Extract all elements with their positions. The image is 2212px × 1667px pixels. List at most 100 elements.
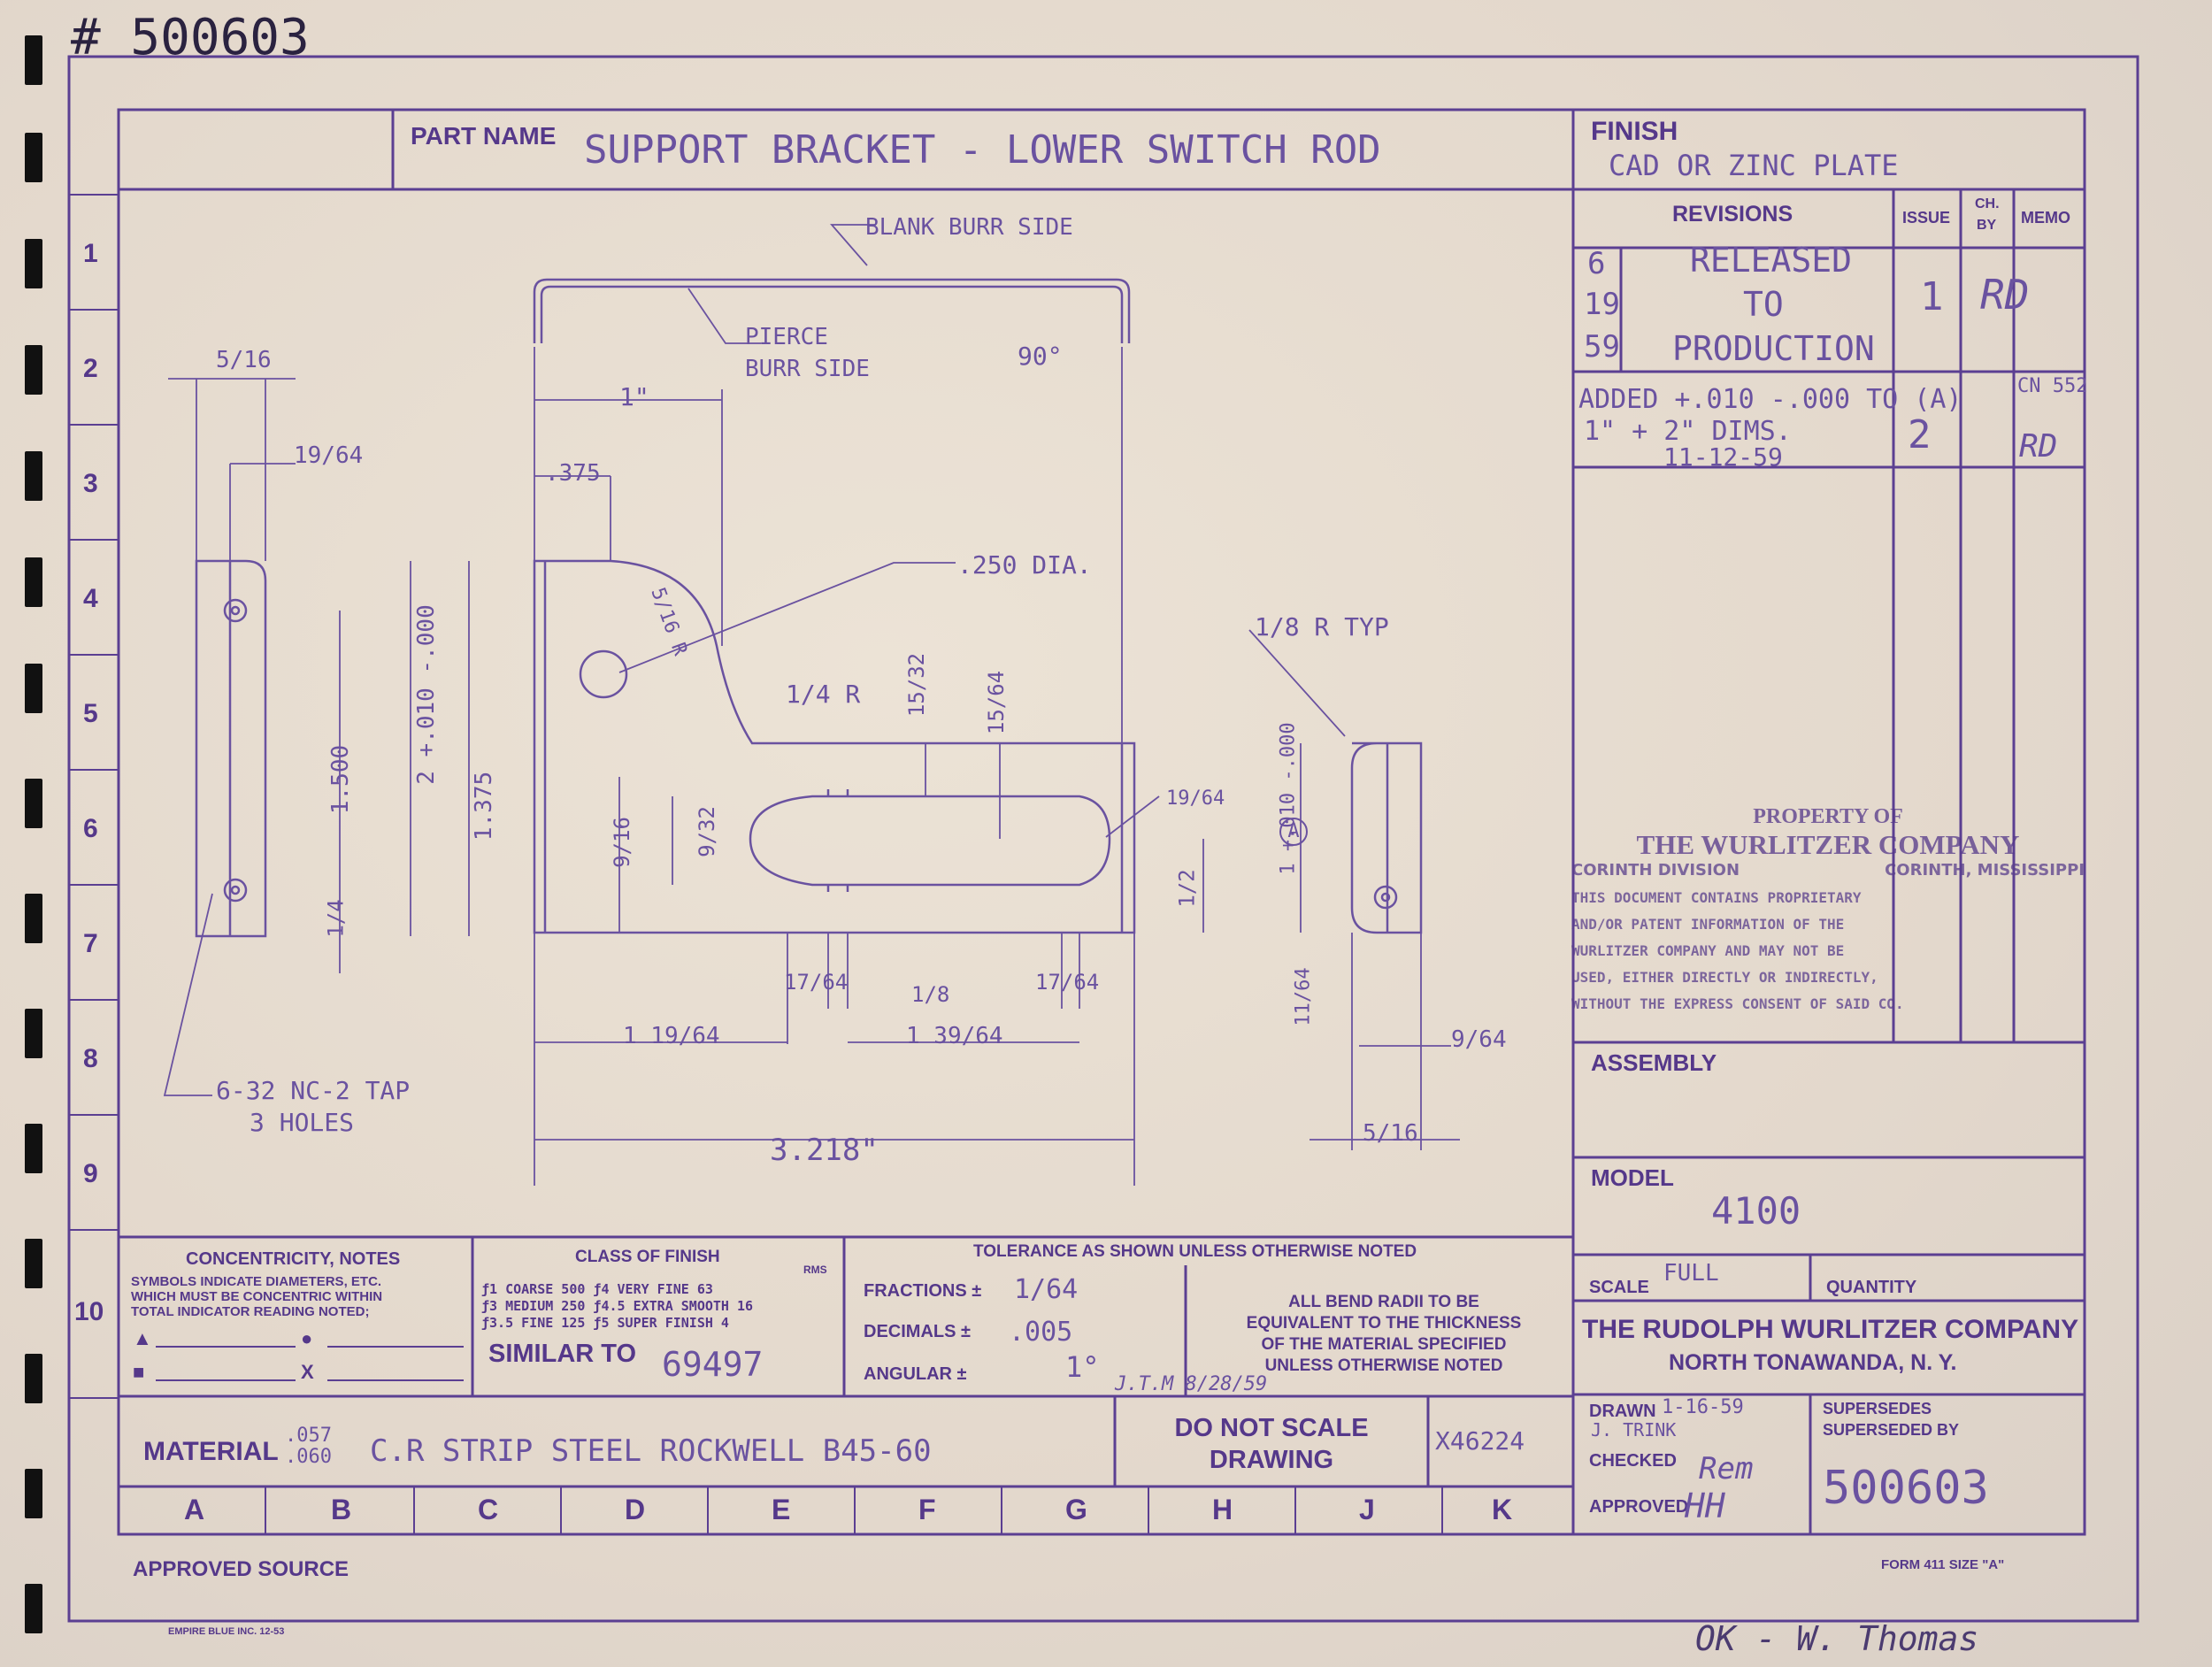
bend-note-line: OF THE MATERIAL SPECIFIED	[1261, 1335, 1507, 1354]
dimension: 9/16	[609, 817, 634, 868]
property-division: CORINTH DIVISION CORINTH, MISSISSIPPI	[1571, 861, 2085, 880]
dimension: 1.375	[471, 771, 498, 841]
form-id: FORM 411 SIZE "A"	[1881, 1557, 2005, 1572]
rev-ch-by: RD	[2019, 428, 2058, 465]
rev-ch-by: CN 552	[2017, 375, 2088, 397]
drawn-date: 1-16-59	[1662, 1396, 1744, 1418]
zone-row: 3	[83, 469, 98, 498]
zone-column: E	[772, 1494, 791, 1525]
symbol-circle: ●	[301, 1327, 313, 1349]
property-line: PROPERTY OF	[1753, 805, 1903, 828]
revisions-header: REVISIONS	[1672, 202, 1793, 227]
tolerance-title: TOLERANCE AS SHOWN UNLESS OTHERWISE NOTE…	[973, 1242, 1417, 1261]
fractions-label: FRACTIONS ±	[864, 1281, 982, 1301]
similar-to-label: SIMILAR TO	[488, 1340, 637, 1368]
superseded-by-label: SUPERSEDED BY	[1823, 1421, 1960, 1439]
bend-note-line: UNLESS OTHERWISE NOTED	[1264, 1356, 1503, 1375]
zone-row: 8	[83, 1044, 98, 1073]
dimension: 15/32	[904, 652, 930, 718]
radius-callout: 1/4 R	[786, 680, 861, 709]
finish-class-row: ƒ1 COARSE 500 ƒ4 VERY FINE 63	[481, 1281, 713, 1297]
ch-by-header: CH.	[1975, 196, 2000, 211]
material-spec: C.R STRIP STEEL ROCKWELL B45-60	[370, 1433, 932, 1469]
company-name: THE RUDOLPH WURLITZER COMPANY	[1582, 1315, 2079, 1344]
material-thickness: .057	[285, 1425, 332, 1447]
assembly-label: ASSEMBLY	[1591, 1049, 1717, 1076]
finish-class-title: CLASS OF FINISH	[575, 1248, 720, 1266]
drawing-number: 500603	[1823, 1462, 1989, 1515]
angle-callout: 90°	[1018, 342, 1063, 371]
zone-column: K	[1492, 1494, 1513, 1525]
model-value: 4100	[1711, 1189, 1801, 1233]
do-not-scale-line: DRAWING	[1209, 1446, 1334, 1474]
supersedes-label: SUPERSEDES	[1823, 1400, 1932, 1417]
decimals-label: DECIMALS ±	[864, 1322, 971, 1341]
property-division-name: CORINTH DIVISION	[1571, 861, 1740, 880]
notice-line: WURLITZER COMPANY AND MAY NOT BE	[1571, 942, 1845, 959]
property-stamp: PROPERTY OF THE WURLITZER COMPANY CORINT…	[1571, 805, 2085, 1018]
similar-to-value: 69497	[662, 1345, 764, 1384]
fractions-value: 1/64	[1014, 1274, 1079, 1305]
dimension: 3.218"	[770, 1133, 879, 1168]
concentricity-line: WHICH MUST BE CONCENTRIC WITHIN	[131, 1289, 383, 1304]
ch-by-header: BY	[1977, 218, 1997, 233]
rev-date: 59	[1584, 329, 1620, 365]
decimals-value: .005	[1009, 1317, 1073, 1348]
finish-class-list: ƒ1 COARSE 500 ƒ4 VERY FINE 63 ƒ3 MEDIUM …	[481, 1281, 753, 1332]
rev-date: 6	[1587, 246, 1606, 281]
rev-description: RELEASED	[1690, 241, 1853, 280]
zone-column: C	[478, 1494, 499, 1525]
symbol-square: ■	[133, 1361, 145, 1383]
scale-value: FULL	[1663, 1260, 1719, 1287]
scale-label: SCALE	[1589, 1278, 1649, 1297]
rev-description: ADDED +.010 -.000 TO (A)	[1578, 384, 1962, 415]
zone-column: F	[918, 1494, 936, 1525]
dimension: 9/32	[694, 806, 719, 857]
finish-class-row: ƒ3 MEDIUM 250 ƒ4.5 EXTRA SMOOTH 16	[481, 1298, 754, 1314]
property-division-city: CORINTH, MISSISSIPPI	[1885, 861, 2085, 880]
rev-description: 11-12-59	[1663, 442, 1783, 472]
symbol-x: X	[301, 1361, 314, 1383]
notice-line: AND/OR PATENT INFORMATION OF THE	[1571, 916, 1845, 933]
angular-label: ANGULAR ±	[864, 1364, 967, 1384]
dimension: 1"	[619, 382, 649, 411]
do-not-scale: DO NOT SCALE DRAWING	[1117, 1412, 1426, 1476]
zone-row: 7	[83, 929, 98, 958]
zone-row: 10	[74, 1297, 104, 1326]
hole-callout: .250 DIA.	[957, 550, 1092, 580]
zone-row: 6	[83, 814, 98, 843]
dimension: 1 39/64	[906, 1023, 1003, 1049]
rev-description: PRODUCTION	[1672, 329, 1875, 368]
concentricity-title: CONCENTRICITY, NOTES	[186, 1249, 401, 1269]
do-not-scale-line: DO NOT SCALE	[1174, 1414, 1369, 1442]
printer-mark: EMPIRE BLUE INC. 12-53	[168, 1626, 285, 1637]
dimension: 19/64	[294, 442, 364, 469]
tap-callout: 3 HOLES	[250, 1108, 355, 1137]
zone-column: B	[331, 1494, 352, 1525]
dimension: 5/16	[1363, 1120, 1418, 1147]
dimension: 1.500	[327, 744, 355, 815]
zone-column: D	[625, 1494, 646, 1525]
dimension: 15/64	[984, 670, 1010, 735]
drawn-label: DRAWN	[1589, 1402, 1656, 1421]
rev-date: 19	[1584, 287, 1620, 322]
bend-note: ALL BEND RADII TO BE EQUIVALENT TO THE T…	[1198, 1292, 1570, 1377]
rev-ch-by: RD	[1980, 271, 2030, 319]
zone-column: J	[1359, 1494, 1375, 1525]
zone-row: 5	[83, 699, 98, 728]
zone-row: 2	[83, 354, 98, 383]
concentricity-line: SYMBOLS INDICATE DIAMETERS, ETC.	[131, 1274, 382, 1289]
dimension: 1 +.010 -.000	[1277, 722, 1300, 875]
dimension: 19/64	[1166, 787, 1225, 810]
dimension: 17/64	[1035, 970, 1100, 995]
finish-class-row: ƒ3.5 FINE 125 ƒ5 SUPER FINISH 4	[481, 1315, 729, 1331]
company-city: NORTH TONAWANDA, N. Y.	[1669, 1350, 1957, 1375]
blank-burr-callout: BLANK BURR SIDE	[865, 214, 1073, 241]
notice-line: WITHOUT THE EXPRESS CONSENT OF SAID CO.	[1571, 995, 1904, 1012]
angular-note: J.T.M 8/28/59	[1115, 1373, 1268, 1395]
bend-note-line: ALL BEND RADII TO BE	[1288, 1293, 1479, 1311]
zone-column: G	[1065, 1494, 1087, 1525]
